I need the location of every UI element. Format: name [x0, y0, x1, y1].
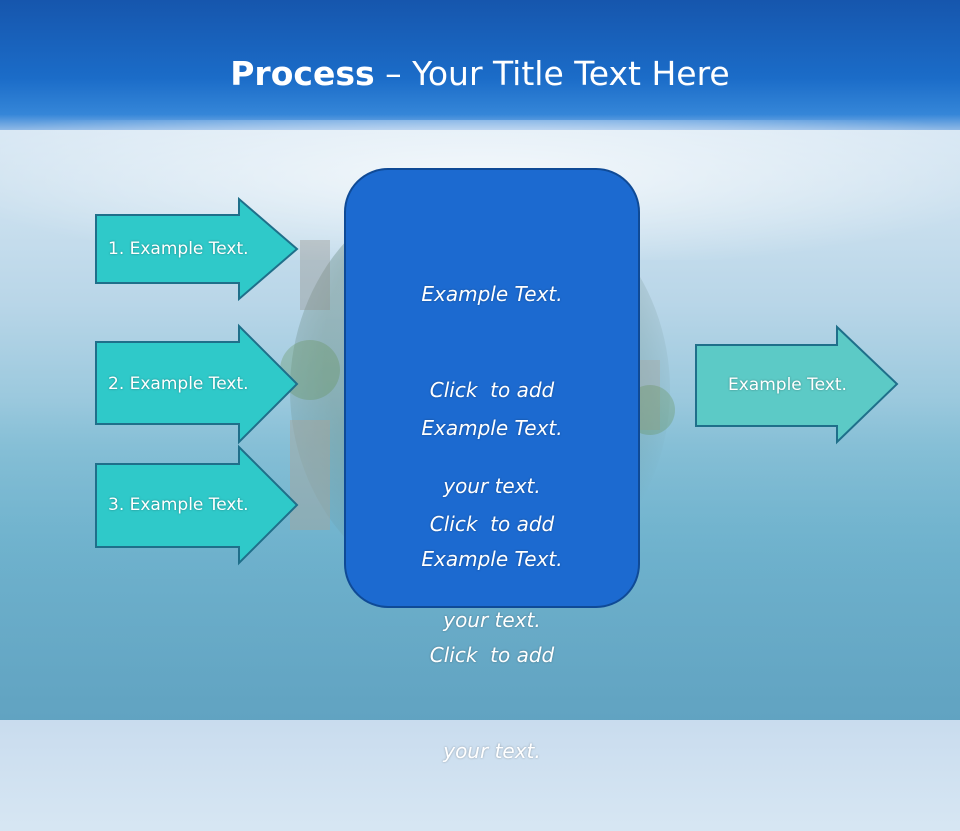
center-text-block-3-line2: Click to add [429, 643, 555, 667]
input-arrow-2-label: 2. Example Text. [108, 374, 249, 394]
output-arrow-label: Example Text. [728, 375, 847, 395]
center-text-block-1-line2: Click to add [429, 378, 555, 402]
center-process-box: Example Text. Click to add your text. Ex… [344, 168, 640, 763]
slide-title: Process – Your Title Text Here [0, 52, 960, 96]
center-text-block-3: Example Text. Click to add your text. [346, 479, 638, 831]
title-bold: Process [230, 54, 375, 93]
input-arrow-2-shape [95, 323, 299, 445]
input-arrow-2: 2. Example Text. [94, 323, 300, 445]
input-arrow-3-shape [95, 444, 299, 566]
center-text-block-2-line2: Click to add [429, 512, 555, 536]
center-text-block-3-line1: Example Text. [421, 547, 563, 571]
center-text-block-1-line1: Example Text. [421, 282, 563, 306]
input-arrow-1-label: 1. Example Text. [108, 239, 249, 259]
input-arrow-3: 3. Example Text. [94, 444, 300, 566]
input-arrow-1: 1. Example Text. [94, 196, 300, 302]
title-rest: – Your Title Text Here [374, 54, 730, 93]
output-arrow-shape [695, 324, 899, 445]
header-band [0, 0, 960, 130]
output-arrow: Example Text. [694, 324, 900, 445]
center-text-block-2: Example Text. Click to add your text. [346, 348, 638, 700]
slide: Process – Your Title Text Here 1. Exampl… [0, 0, 960, 763]
input-arrow-3-label: 3. Example Text. [108, 495, 249, 515]
center-text-block-1-line3: your text. [443, 474, 541, 498]
center-text-block-2-line3: your text. [443, 608, 541, 632]
center-text-block-3-line3: your text. [443, 739, 541, 763]
center-text-block-1: Example Text. Click to add your text. [346, 214, 638, 566]
center-text-block-2-line1: Example Text. [421, 416, 563, 440]
input-arrow-1-shape [95, 196, 299, 302]
